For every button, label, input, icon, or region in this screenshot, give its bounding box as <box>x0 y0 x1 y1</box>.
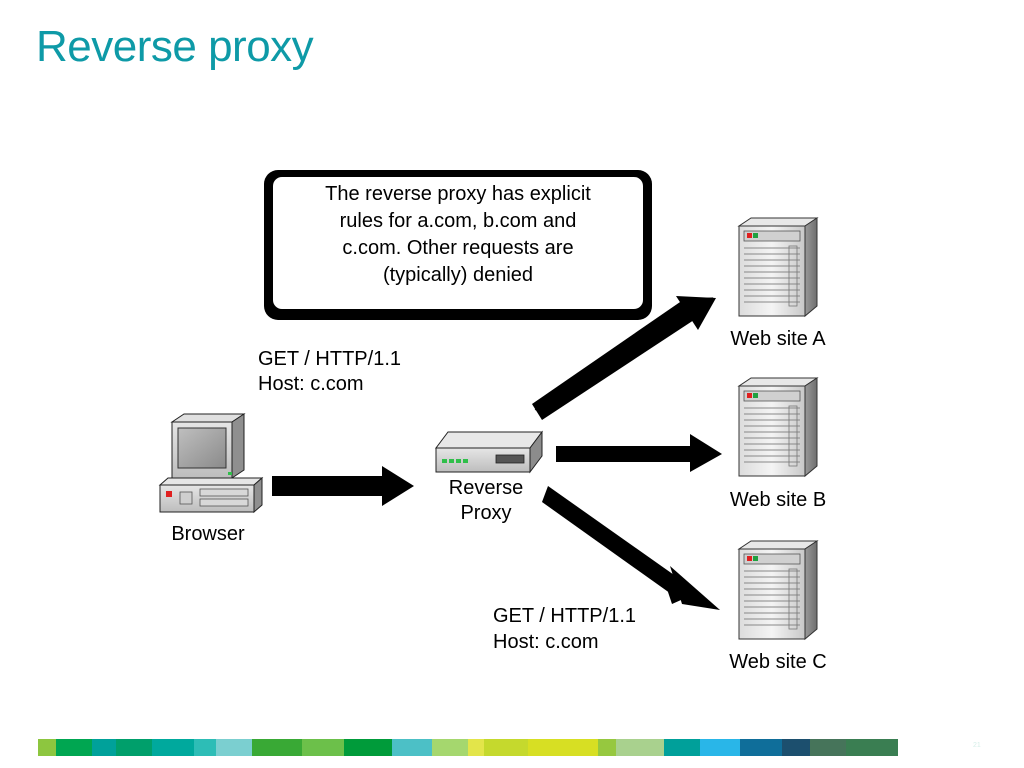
footer-color-segment <box>484 739 528 756</box>
callout-line-1: The reverse proxy has explicit <box>325 183 591 205</box>
arrow-browser-to-proxy <box>272 466 414 506</box>
footer-color-segment <box>302 739 344 756</box>
callout-line-2: rules for a.com, b.com and <box>340 210 577 232</box>
web-site-b-server-icon <box>738 377 818 477</box>
web-site-b-label: Web site B <box>730 489 826 511</box>
page-number: 21 <box>973 742 981 749</box>
request-top-line-2: Host: c.com <box>258 373 364 395</box>
footer-color-segment <box>344 739 392 756</box>
request-bottom-line-1: GET / HTTP/1.1 <box>493 605 636 627</box>
footer-color-segment <box>616 739 664 756</box>
footer-color-segment <box>664 739 700 756</box>
footer-color-segment <box>216 739 252 756</box>
footer-color-segment <box>92 739 116 756</box>
footer-color-segment <box>38 739 56 756</box>
reverse-proxy-device-icon <box>435 430 543 474</box>
footer-color-segment <box>528 739 598 756</box>
browser-computer-icon <box>158 413 264 514</box>
footer-color-segment <box>598 739 616 756</box>
web-site-c-label: Web site C <box>729 651 826 673</box>
footer-color-segment <box>392 739 432 756</box>
browser-label: Browser <box>171 523 245 545</box>
footer-color-segment <box>432 739 468 756</box>
footer-color-segment <box>194 739 216 756</box>
footer-color-segment <box>846 739 898 756</box>
web-site-a-label: Web site A <box>730 328 826 350</box>
callout-box: The reverse proxy has explicit rules for… <box>264 170 652 320</box>
request-top-line-1: GET / HTTP/1.1 <box>258 348 401 370</box>
proxy-label-line-2: Proxy <box>460 502 511 524</box>
arrow-proxy-to-site-b <box>556 434 722 472</box>
callout-line-4: (typically) denied <box>383 264 533 286</box>
arrow-proxy-to-site-c <box>542 486 720 610</box>
callout-line-3: c.com. Other requests are <box>342 237 573 259</box>
footer-color-segment <box>782 739 810 756</box>
footer-color-segment <box>116 739 152 756</box>
web-site-a-server-icon <box>738 217 818 317</box>
footer-color-bar <box>38 739 990 756</box>
web-site-c-server-icon <box>738 540 818 640</box>
slide-title: Reverse proxy <box>36 22 314 71</box>
footer-color-segment <box>152 739 194 756</box>
footer-color-segment <box>810 739 846 756</box>
footer-color-segment <box>56 739 92 756</box>
request-bottom-line-2: Host: c.com <box>493 631 599 653</box>
proxy-label-line-1: Reverse <box>449 477 523 499</box>
footer-color-segment <box>468 739 484 756</box>
arrow-proxy-to-site-a <box>532 296 716 420</box>
footer-color-segment <box>740 739 782 756</box>
footer-color-segment <box>700 739 740 756</box>
footer-color-segment <box>252 739 302 756</box>
